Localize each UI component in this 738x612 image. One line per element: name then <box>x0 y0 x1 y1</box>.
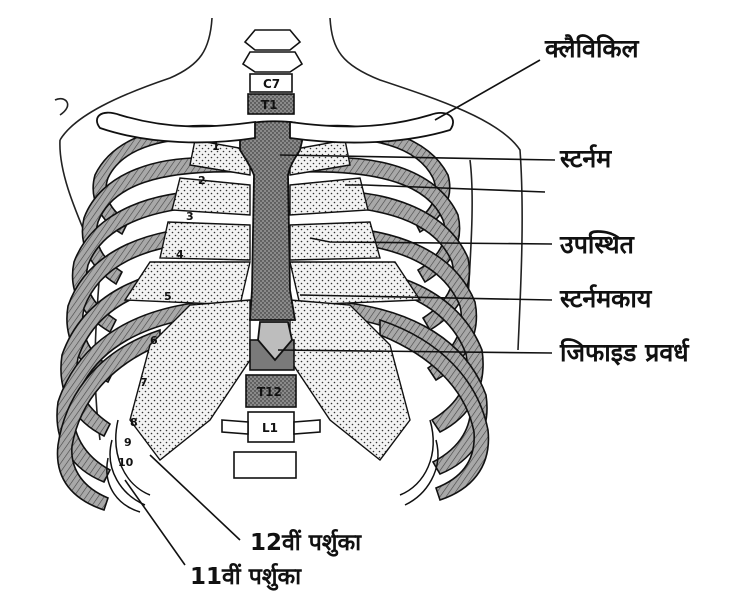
rib-number: 8 <box>130 416 138 429</box>
rib-number: 7 <box>140 376 148 389</box>
label-t1: T1 <box>261 98 278 112</box>
label-sternum-body: स्टर्नमकाय <box>560 284 652 313</box>
clavicle-bones <box>96 111 454 144</box>
costal-cartilage <box>123 139 422 461</box>
sternum <box>239 120 306 362</box>
rib-number: 2 <box>198 174 206 187</box>
rib-number: 5 <box>164 290 172 303</box>
label-sternum: स्टर्नम <box>560 144 612 173</box>
label-xiphoid: जिफाइड प्रवर्ध <box>560 338 689 367</box>
label-t12: T12 <box>257 385 282 399</box>
leader-cartilage <box>309 237 553 245</box>
leader-xiphoid <box>277 349 553 354</box>
label-rib11: 11वीं पर्शुका <box>190 564 302 590</box>
ribs-right <box>299 124 490 502</box>
rib-number: 4 <box>176 248 184 261</box>
vertebra-c7 <box>249 73 293 93</box>
lower-ribs <box>106 419 439 513</box>
leader-sternum-body <box>299 294 553 301</box>
leader-lines <box>124 59 556 566</box>
leader-rib12 <box>149 454 241 541</box>
label-cartilage: उपस्थित <box>560 230 634 259</box>
leader-cartilage-upper <box>345 184 546 193</box>
label-clavicle: क्लैविकिल <box>545 34 639 63</box>
rib-number: 9 <box>124 436 132 449</box>
leader-clavicle <box>434 59 541 121</box>
ribs-left <box>56 124 241 512</box>
rib-number: 6 <box>150 334 158 347</box>
label-rib12: 12वीं पर्शुका <box>250 530 362 556</box>
label-c7: C7 <box>263 77 280 91</box>
leader-rib11 <box>124 479 186 566</box>
vertebra-t12 <box>245 374 297 408</box>
rib-number: 3 <box>186 210 194 223</box>
label-l1: L1 <box>262 421 278 435</box>
vertebra-t1 <box>247 93 295 115</box>
rib-number: 1 <box>212 140 220 153</box>
rib-number: 10 <box>118 456 134 469</box>
leader-sternum <box>279 154 556 161</box>
